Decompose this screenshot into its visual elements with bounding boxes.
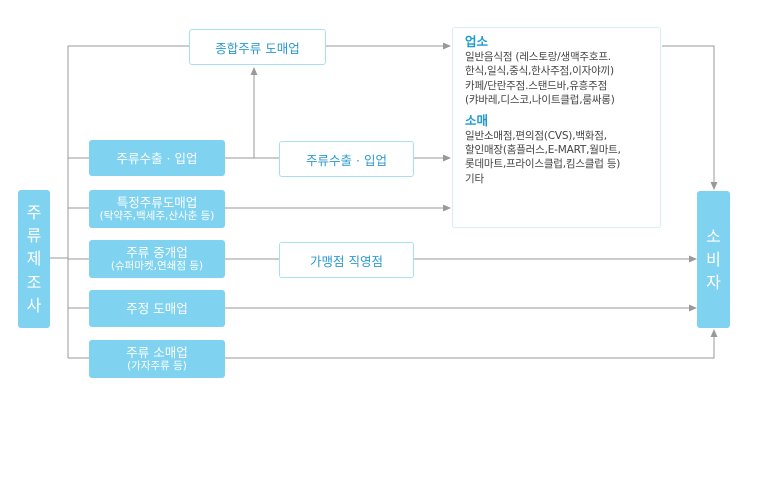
retail-shops-line: 롯데마트,프라이스클럽,킴스클럽 등) xyxy=(465,158,621,171)
venues-line: 일반음식점 (레스토랑/생맥주호프. xyxy=(465,51,611,63)
venues-line: (캬바레,디스코,나이트클럽,룸싸롱) xyxy=(465,94,615,107)
special-wholesale-subtitle: (탁약주,백세주,산사춘 등) xyxy=(99,210,215,222)
sake-wholesale-label: 주정 도매업 xyxy=(126,301,188,316)
comprehensive-wholesale-box: 종합주류 도매업 xyxy=(189,29,326,65)
broker-subtitle: (슈퍼마켓,연쇄점 등) xyxy=(110,260,204,272)
import-export-box: 주류수출 · 입업 xyxy=(89,140,225,176)
venues-line: 한식,일식,중식,한사주점,이자야끼) xyxy=(465,65,614,78)
manufacturer-label: 주류제조사 xyxy=(26,203,42,315)
franchise-label: 가맹점 직영점 xyxy=(310,253,383,269)
franchise-box: 가맹점 직영점 xyxy=(279,242,414,278)
retail-subtitle: (가자주류 등) xyxy=(127,360,187,372)
consumer-label: 소비자 xyxy=(706,226,721,293)
broker-title: 주류 중개업 xyxy=(126,245,188,260)
sake-wholesale-box: 주정 도매업 xyxy=(89,290,225,327)
broker-box: 주류 중개업 (슈퍼마켓,연쇄점 등) xyxy=(89,240,225,278)
venues-heading: 업소 xyxy=(465,34,489,49)
import-export-outline-label: 주류수출 · 입업 xyxy=(306,152,387,168)
panel-to-consumer xyxy=(662,45,718,190)
retail-shops-heading: 소매 xyxy=(465,112,489,128)
import-export-label: 주류수출 · 입업 xyxy=(116,150,198,166)
special-wholesale-box: 특정주류도매업 (탁약주,백세주,산사춘 등) xyxy=(89,190,225,228)
retail-to-consumer xyxy=(225,329,718,359)
retail-shops-line: 일반소매점,편의점(CVS),백화점, xyxy=(465,129,607,142)
retail-box: 주류 소매업 (가자주류 등) xyxy=(89,340,225,378)
consumer-box: 소비자 xyxy=(697,191,730,328)
comprehensive-wholesale-label: 종합주류 도매업 xyxy=(215,40,300,56)
manufacturer-box: 주류제조사 xyxy=(18,190,50,328)
import-export-outline-box: 주류수출 · 입업 xyxy=(279,141,414,177)
channel-panel: 업소 일반음식점 (레스토랑/생맥주호프. 한식,일식,중식,한사주점,이자야끼… xyxy=(452,27,661,228)
venues-line: 카페/단란주점.스탠드바,유흥주점 xyxy=(465,79,608,92)
special-wholesale-title: 특정주류도매업 xyxy=(116,195,198,210)
retail-shops-line: 할인매장(홈플러스,E-MART,월마트, xyxy=(465,144,621,157)
retail-title: 주류 소매업 xyxy=(126,345,188,360)
retail-shops-line: 기타 xyxy=(465,172,484,185)
